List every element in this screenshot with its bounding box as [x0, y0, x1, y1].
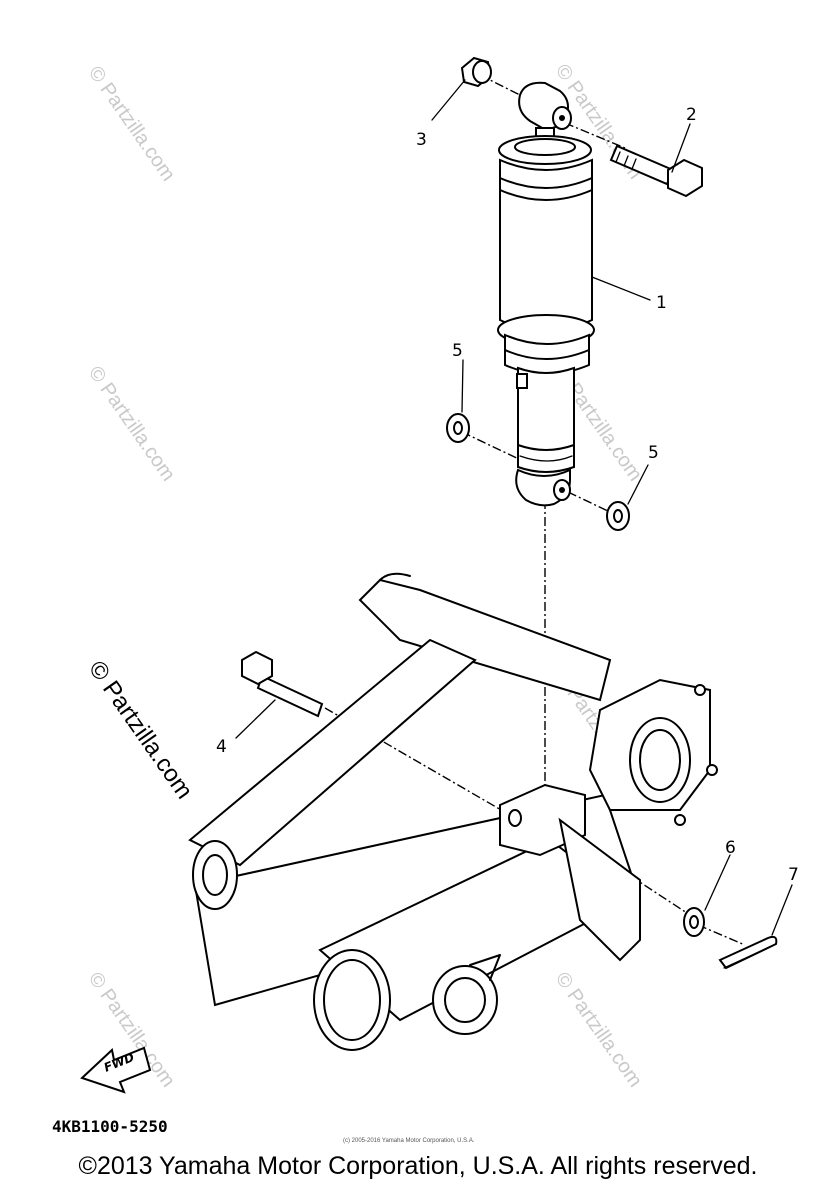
swingarm — [188, 572, 718, 1051]
shock-absorber-part-1 — [497, 81, 595, 507]
callout-2: 2 — [686, 105, 697, 125]
callout-3: 3 — [416, 130, 427, 150]
callout-7: 7 — [788, 865, 799, 885]
watermark: © Partzilla.com — [551, 968, 646, 1091]
fwd-arrow-icon: FWD — [80, 1046, 152, 1094]
callout-6: 6 — [725, 838, 736, 858]
bolt-part-2 — [609, 144, 703, 198]
washer-part-5 — [446, 413, 470, 443]
watermark-large: © Partzilla.com — [83, 656, 198, 804]
leader-lines — [235, 79, 793, 936]
callout-1: 1 — [656, 293, 667, 313]
callout-4: 4 — [216, 737, 227, 757]
washer-part-6 — [683, 907, 705, 937]
watermark: © Partzilla.com — [84, 62, 179, 185]
washer-part-5 — [606, 501, 630, 531]
small-notice: (c) 2005-2016 Yamaha Motor Corporation, … — [343, 1138, 475, 1144]
callout-5: 5 — [452, 341, 463, 361]
callout-5: 5 — [648, 443, 659, 463]
watermark: © Partzilla.com — [84, 362, 179, 485]
callouts: 1 2 3 4 5 5 6 7 — [216, 105, 799, 885]
drawing-code: 4KB1100-5250 — [52, 1117, 168, 1136]
pivot-bolt-part-4 — [241, 650, 324, 718]
cotter-pin-part-7 — [718, 935, 778, 970]
nut-part-3 — [460, 56, 492, 88]
copyright-notice: ©2013 Yamaha Motor Corporation, U.S.A. A… — [78, 1152, 758, 1180]
